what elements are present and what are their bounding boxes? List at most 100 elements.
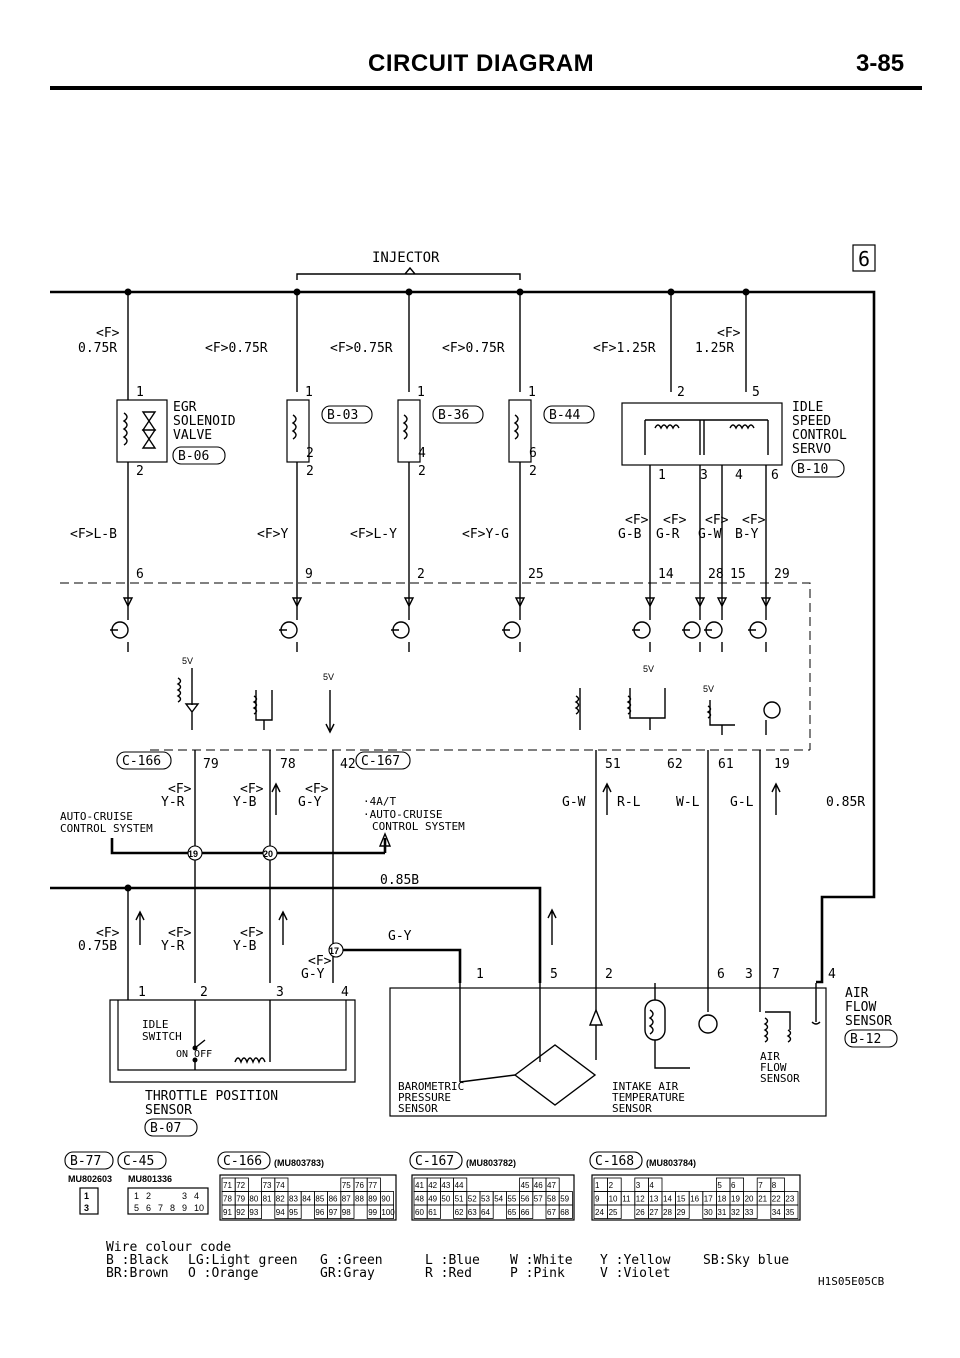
svg-text:0.75R: 0.75R — [78, 341, 117, 356]
connector-pin-number: 24 — [595, 1208, 604, 1217]
connector-pin-number: 64 — [481, 1208, 490, 1217]
svg-text:4: 4 — [418, 446, 426, 461]
connector-pin-number: 1 — [595, 1181, 600, 1190]
connector-pin-number: 67 — [547, 1208, 556, 1217]
svg-text:G-Y: G-Y — [301, 967, 325, 982]
ecu-bottom-pins: C-166 79 78 42 C-167 51 62 61 19 — [116, 751, 790, 772]
svg-text:(MU803784): (MU803784) — [646, 1158, 696, 1168]
svg-text:6: 6 — [717, 967, 725, 982]
svg-text:2: 2 — [136, 464, 144, 479]
connector-pin-number: 14 — [663, 1195, 672, 1204]
svg-text:·AUTO-CRUISE: ·AUTO-CRUISE — [363, 808, 442, 821]
connector-pin-number: 80 — [249, 1195, 258, 1204]
svg-text:SWITCH: SWITCH — [142, 1030, 182, 1043]
connector-pin-number: 60 — [415, 1208, 424, 1217]
connector-pin-number: 66 — [521, 1208, 530, 1217]
svg-text:<F>Y-G: <F>Y-G — [462, 527, 509, 542]
svg-text:7: 7 — [158, 1203, 163, 1213]
svg-text:Y-B: Y-B — [233, 939, 257, 954]
connector-pin-number: 12 — [636, 1195, 645, 1204]
svg-text:BAROMETRIC: BAROMETRIC — [398, 1080, 464, 1093]
power-bus — [50, 290, 876, 984]
connector-pin-number: 78 — [223, 1195, 232, 1204]
svg-text:19: 19 — [774, 757, 790, 772]
svg-text:<F>: <F> — [240, 926, 264, 941]
connector-pin-cell — [379, 1204, 394, 1219]
svg-text:FLOW: FLOW — [760, 1061, 787, 1074]
svg-text:28: 28 — [708, 567, 724, 582]
connector-pin-number: 44 — [455, 1181, 464, 1190]
connector-pin-number: 27 — [649, 1208, 658, 1217]
connector-pin-number: 10 — [609, 1195, 618, 1204]
connector-pin-number: 34 — [772, 1208, 781, 1217]
page-number: 3-85 — [856, 50, 905, 77]
svg-text:62: 62 — [667, 757, 683, 772]
svg-text:MU801336: MU801336 — [128, 1174, 172, 1184]
svg-text:SENSOR: SENSOR — [760, 1072, 800, 1085]
svg-text:G :Green: G :Green — [320, 1253, 383, 1268]
svg-text:5V: 5V — [323, 672, 334, 682]
svg-text:Y-B: Y-B — [233, 795, 257, 810]
connector-pin-number: 4 — [649, 1181, 654, 1190]
svg-text:C-45: C-45 — [123, 1154, 154, 1169]
svg-text:CONTROL SYSTEM: CONTROL SYSTEM — [372, 820, 465, 833]
svg-text:<F>: <F> — [742, 513, 766, 528]
wire-colour-legend: Wire colour code B :Black LG:Light green… — [106, 1240, 885, 1288]
connector-pin-number: 82 — [276, 1195, 285, 1204]
connector-pin-number: 7 — [758, 1181, 763, 1190]
ecu-boundary — [60, 582, 811, 751]
connector-pin-number: 23 — [785, 1195, 794, 1204]
svg-text:G-W: G-W — [698, 527, 722, 542]
connector-pin-number: 47 — [547, 1181, 556, 1190]
connector-c45: C-45 MU801336 1 2 3 4 5 6 7 8 9 10 — [117, 1151, 209, 1215]
svg-text:<F>: <F> — [96, 326, 120, 341]
connector-pin-number: 32 — [731, 1208, 740, 1217]
connector-pin-number: 51 — [455, 1195, 464, 1204]
svg-text:PRESSURE: PRESSURE — [398, 1091, 451, 1104]
svg-text:15: 15 — [730, 567, 746, 582]
connector-pin-cell — [743, 1204, 758, 1219]
svg-text:CONTROL SYSTEM: CONTROL SYSTEM — [60, 822, 153, 835]
connector-pin-number: 93 — [249, 1208, 258, 1217]
svg-text:3: 3 — [276, 985, 284, 1000]
lower-wire-labels: <F> Y-R <F> Y-B <F> G-Y G-W R-L W-L G-L … — [161, 782, 865, 810]
svg-text:AIR: AIR — [845, 986, 869, 1001]
connector-pin-number: 63 — [468, 1208, 477, 1217]
connector-pin-number: 45 — [521, 1181, 530, 1190]
svg-text:G-Y: G-Y — [388, 929, 412, 944]
svg-text:THROTTLE POSITION: THROTTLE POSITION — [145, 1089, 278, 1104]
svg-text:VALVE: VALVE — [173, 428, 212, 443]
svg-text:Y :Yellow: Y :Yellow — [600, 1253, 671, 1268]
connector-pin-cell — [287, 1204, 302, 1219]
svg-text:2: 2 — [418, 464, 426, 479]
svg-text:6: 6 — [858, 247, 870, 271]
svg-text:LG:Light green: LG:Light green — [188, 1253, 298, 1268]
svg-text:<F>: <F> — [168, 926, 192, 941]
svg-text:TEMPERATURE: TEMPERATURE — [612, 1091, 685, 1104]
connector-pin-number: 43 — [441, 1181, 450, 1190]
svg-text:6: 6 — [771, 468, 779, 483]
connector-pin-number: 77 — [368, 1181, 377, 1190]
svg-text:5V: 5V — [643, 664, 654, 674]
connector-pin-number: 55 — [507, 1195, 516, 1204]
svg-text:5V: 5V — [703, 684, 714, 694]
auto-cruise-left: AUTO-CRUISE CONTROL SYSTEM — [60, 810, 392, 855]
ecu-top-pins: 6 9 2 25 14 28 15 29 — [136, 567, 790, 582]
connector-pin-number: 87 — [342, 1195, 351, 1204]
connector-pin-number: 56 — [521, 1195, 530, 1204]
svg-text:SENSOR: SENSOR — [845, 1014, 892, 1029]
connector-pin-number: 83 — [289, 1195, 298, 1204]
top-wire-labels: <F> 0.75R <F>0.75R <F>0.75R <F>0.75R <F>… — [78, 326, 741, 356]
connector-pin-number: 2 — [609, 1181, 614, 1190]
svg-text:C-166: C-166 — [223, 1154, 262, 1169]
connector-pin-number: 19 — [731, 1195, 740, 1204]
svg-text:G-W: G-W — [562, 795, 586, 810]
header-rule — [50, 86, 922, 90]
connector-pin-number: 33 — [745, 1208, 754, 1217]
connector-pin-number: 28 — [663, 1208, 672, 1217]
svg-text:Y-R: Y-R — [161, 939, 185, 954]
svg-text:SENSOR: SENSOR — [398, 1102, 438, 1115]
svg-text:GR:Gray: GR:Gray — [320, 1266, 375, 1281]
svg-text:5: 5 — [134, 1203, 139, 1213]
connector-pin-number: 99 — [368, 1208, 377, 1217]
